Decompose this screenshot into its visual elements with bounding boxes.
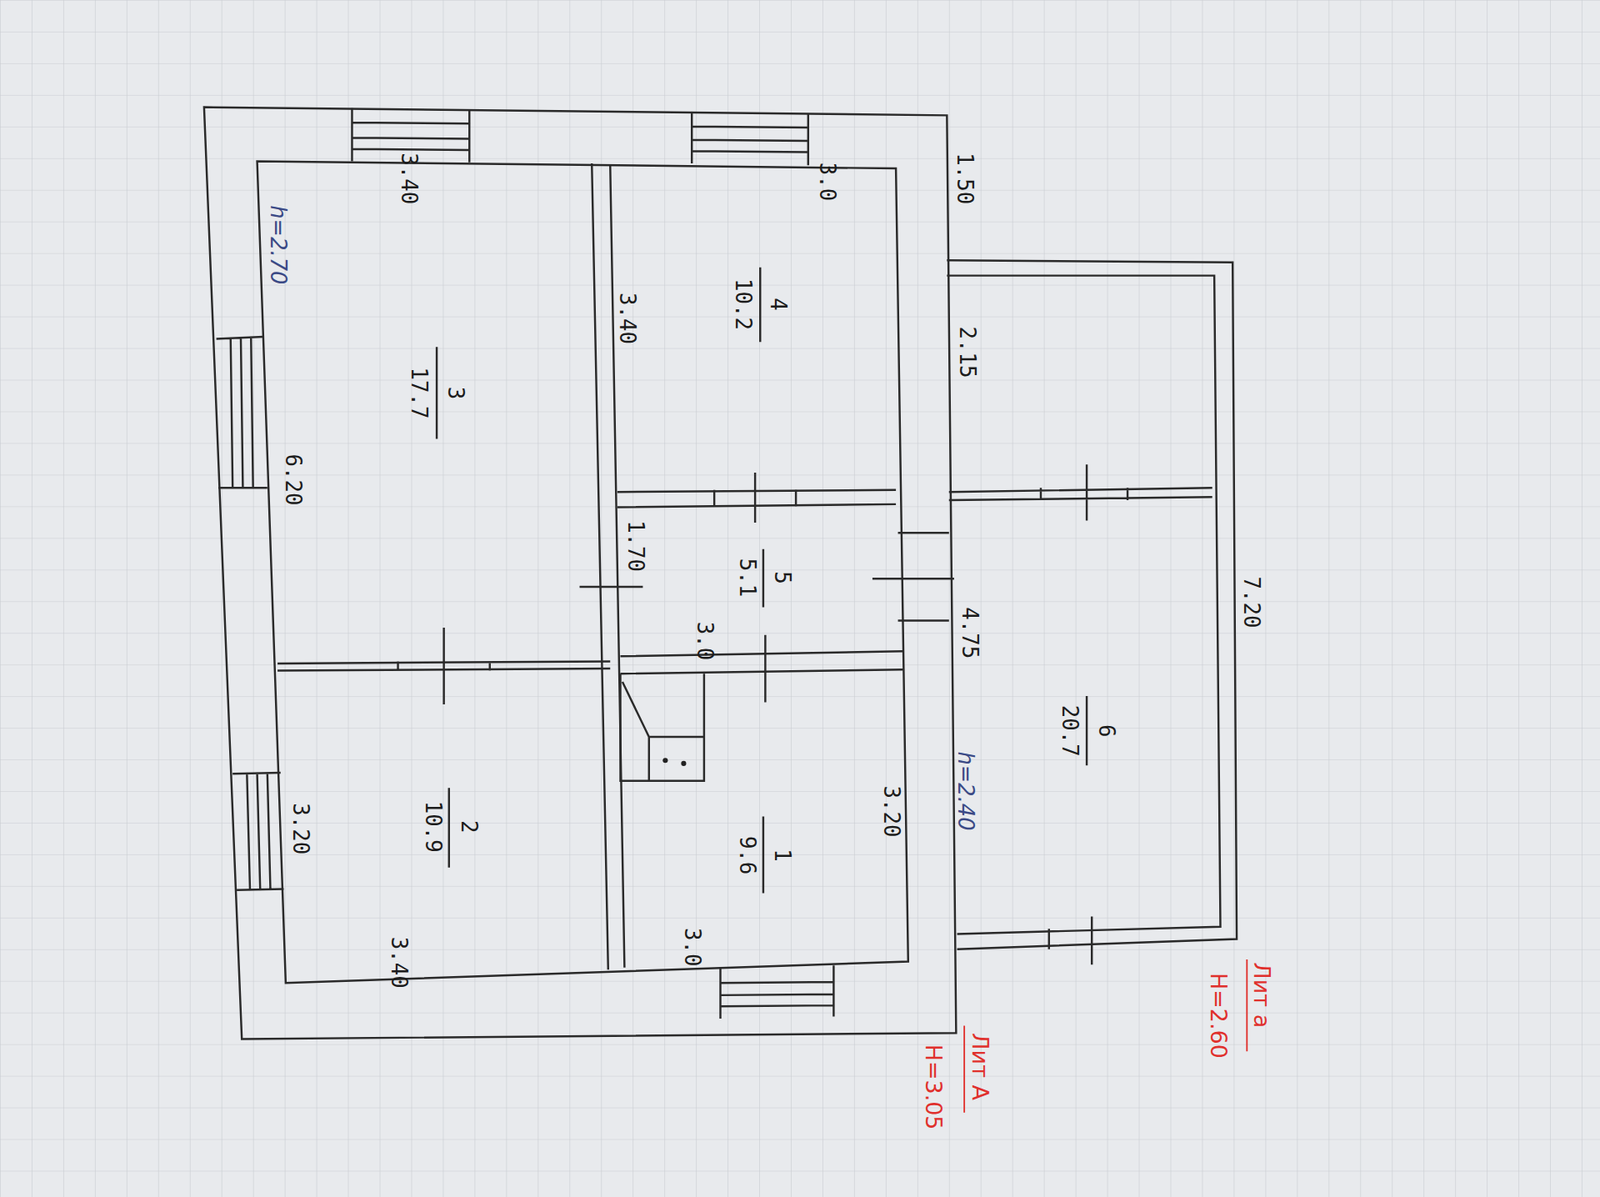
dimension-label: 4.75 — [958, 606, 980, 659]
dimension-label: 7.20 — [1240, 575, 1262, 628]
stove-dots — [662, 757, 686, 766]
dimension-label: 6.20 — [282, 454, 305, 506]
room-number: 1 — [770, 848, 793, 861]
height-note: h=2.70 — [266, 205, 289, 285]
dimension-label: 3.0 — [680, 927, 703, 966]
dimension-label: 2.15 — [955, 325, 978, 378]
room-area: 20.7 — [1058, 705, 1080, 757]
dimension-label: 3.40 — [397, 152, 420, 205]
room-area: 10.2 — [732, 278, 755, 330]
room-number: 3 — [444, 386, 466, 400]
room-number: 2 — [457, 820, 480, 833]
height-note: h=2.40 — [955, 750, 977, 830]
building-letter: Лит а — [1250, 962, 1273, 1029]
room-number: 6 — [1095, 724, 1117, 737]
building-height: Н=3.05 — [921, 1044, 945, 1130]
dimension-label: 3.20 — [880, 785, 902, 838]
dimension-label: 3.40 — [615, 292, 638, 345]
room-area: 9.6 — [735, 835, 758, 875]
dimension-label: 3.0 — [693, 621, 715, 660]
building-letter: Лит А — [968, 1032, 991, 1100]
room-area: 17.7 — [407, 366, 430, 419]
dimension-label: 3.20 — [289, 802, 311, 855]
walls — [204, 107, 1237, 1040]
building-height: Н=2.60 — [1207, 972, 1230, 1059]
room-number: 5 — [770, 570, 793, 584]
room-area: 10.9 — [421, 800, 444, 853]
dimension-label: 3.0 — [815, 162, 838, 201]
room-number: 4 — [766, 297, 789, 310]
red-underline — [964, 959, 1247, 1113]
dimension-label: 1.50 — [953, 152, 975, 205]
dimension-label: 3.40 — [387, 936, 410, 989]
dimension-label: 1.70 — [624, 520, 646, 572]
room-area: 5.1 — [735, 558, 758, 597]
